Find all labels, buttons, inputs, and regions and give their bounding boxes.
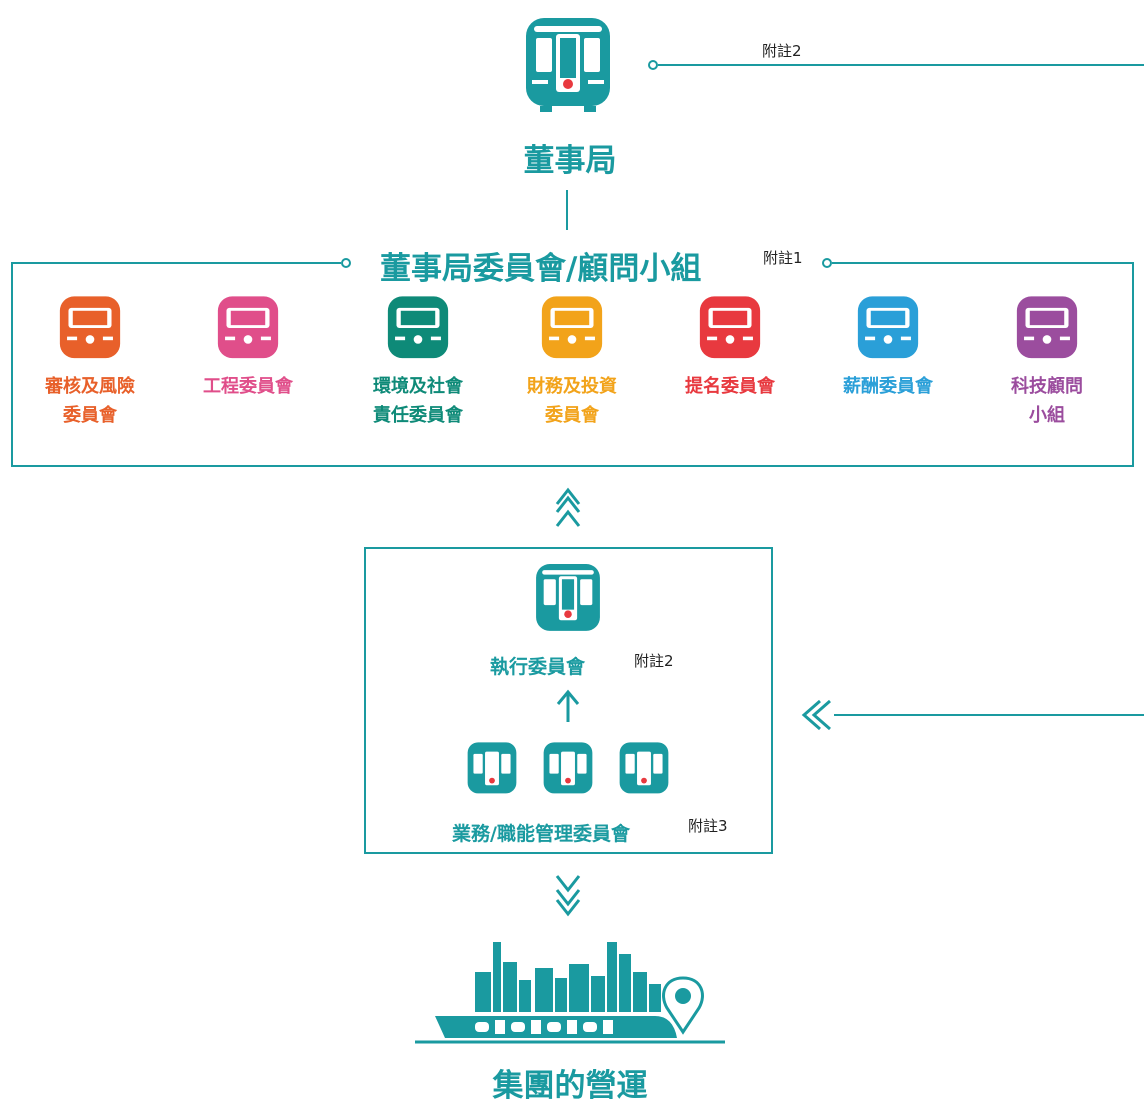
committees-header-dot-right [822,258,832,268]
board-connector-dot [648,60,658,70]
committees-title: 董事局委員會/顧問小組 [380,251,702,287]
board-connector-line [658,64,1144,66]
double-down-arrow-icon [555,875,581,917]
committee-label-line2: 委員會 [545,405,599,426]
board-title: 董事局 [523,143,617,179]
committee-item: 工程委員會 [178,292,318,401]
committee-label-line2: 委員會 [63,405,117,426]
committee-train-icon [387,296,449,359]
committee-label-line1: 提名委員會 [685,376,775,397]
executive-train-icon [536,564,600,631]
committee-label-line1: 科技顧問 [1011,376,1083,397]
executive-note: 附註2 [634,652,674,670]
committee-train-icon [59,296,121,359]
board-to-committees-line [566,190,568,230]
executive-title: 執行委員會 [490,656,586,678]
committees-box [11,262,1134,467]
functional-title: 業務/職能管理委員會 [452,823,630,845]
committees-note: 附註1 [763,249,803,267]
committee-label-line1: 工程委員會 [203,376,293,397]
committee-train-icon [699,296,761,359]
board-note: 附註2 [762,42,802,60]
double-up-arrow-icon [555,487,581,527]
functional-train-icon-1 [467,742,517,794]
committees-box-top-right [832,262,1134,264]
functional-train-icon-2 [543,742,593,794]
board-train-icon [526,18,610,112]
committee-label-line2: 責任委員會 [373,405,463,426]
committee-label-line1: 薪酬委員會 [843,376,933,397]
single-up-arrow-icon [556,689,580,722]
committee-label-line1: 財務及投資 [527,376,617,397]
committee-item: 提名委員會 [660,292,800,401]
committee-item: 環境及社會責任委員會 [348,292,488,430]
committee-item: 科技顧問小組 [977,292,1117,430]
committees-box-top-left [11,262,341,264]
committee-train-icon [857,296,919,359]
city-skyline-train-icon [415,942,725,1044]
committees-header-dot-left [341,258,351,268]
committee-label-line1: 審核及風險 [45,376,135,397]
double-left-arrow-icon [801,699,1144,731]
committee-label-line2: 小組 [1029,405,1065,426]
committee-label-line1: 環境及社會 [373,376,463,397]
committee-train-icon [541,296,603,359]
committee-train-icon [1016,296,1078,359]
functional-note: 附註3 [688,817,728,835]
committee-item: 薪酬委員會 [818,292,958,401]
committee-item: 審核及風險委員會 [20,292,160,430]
management-box [364,547,773,854]
functional-train-icon-3 [619,742,669,794]
committee-train-icon [217,296,279,359]
operations-title: 集團的營運 [492,1068,648,1104]
committee-item: 財務及投資委員會 [502,292,642,430]
